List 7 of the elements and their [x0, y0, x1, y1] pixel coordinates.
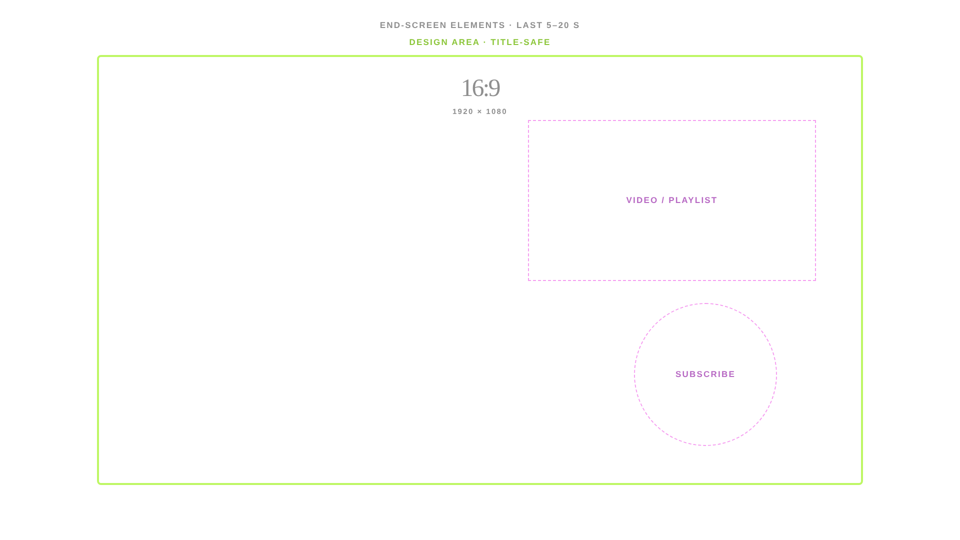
- placeholder-field: [528, 120, 816, 281]
- area-heading: DESIGN AREA · TITLE-SAFE: [409, 38, 551, 48]
- circular-placeholder-field: [634, 303, 777, 446]
- title: END-SCREEN ELEMENTS · LAST 5–20 S: [380, 21, 580, 31]
- aspect-ratio-label: 16:9: [460, 75, 500, 104]
- placeholder-label: VIDEO / PLAYLIST: [626, 196, 718, 206]
- placeholder-label: SUBSCRIBE: [676, 370, 736, 380]
